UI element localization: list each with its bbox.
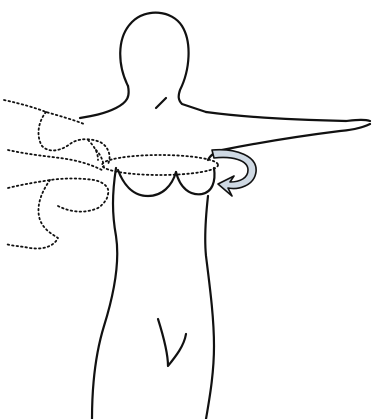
- lower-hand-edge-dotted: [58, 194, 108, 212]
- lower-hand-dotted: [6, 180, 58, 249]
- right-breast-outline: [176, 168, 215, 194]
- lower-arm-dotted: [8, 179, 108, 195]
- head-outline: [120, 13, 206, 112]
- torso-left-outline: [92, 168, 117, 419]
- arm-upper-outline: [206, 112, 370, 121]
- upper-arm-dotted: [4, 100, 84, 124]
- crotch-line: [158, 319, 186, 366]
- rotation-arrow-icon: [212, 150, 256, 196]
- examining-hands-icon: [4, 100, 110, 249]
- collarbone-line: [156, 98, 166, 108]
- neck-left-outline: [80, 86, 129, 118]
- torso-right-outline: [205, 196, 214, 419]
- exam-circle: [102, 155, 218, 175]
- mid-arm-dotted: [8, 150, 102, 170]
